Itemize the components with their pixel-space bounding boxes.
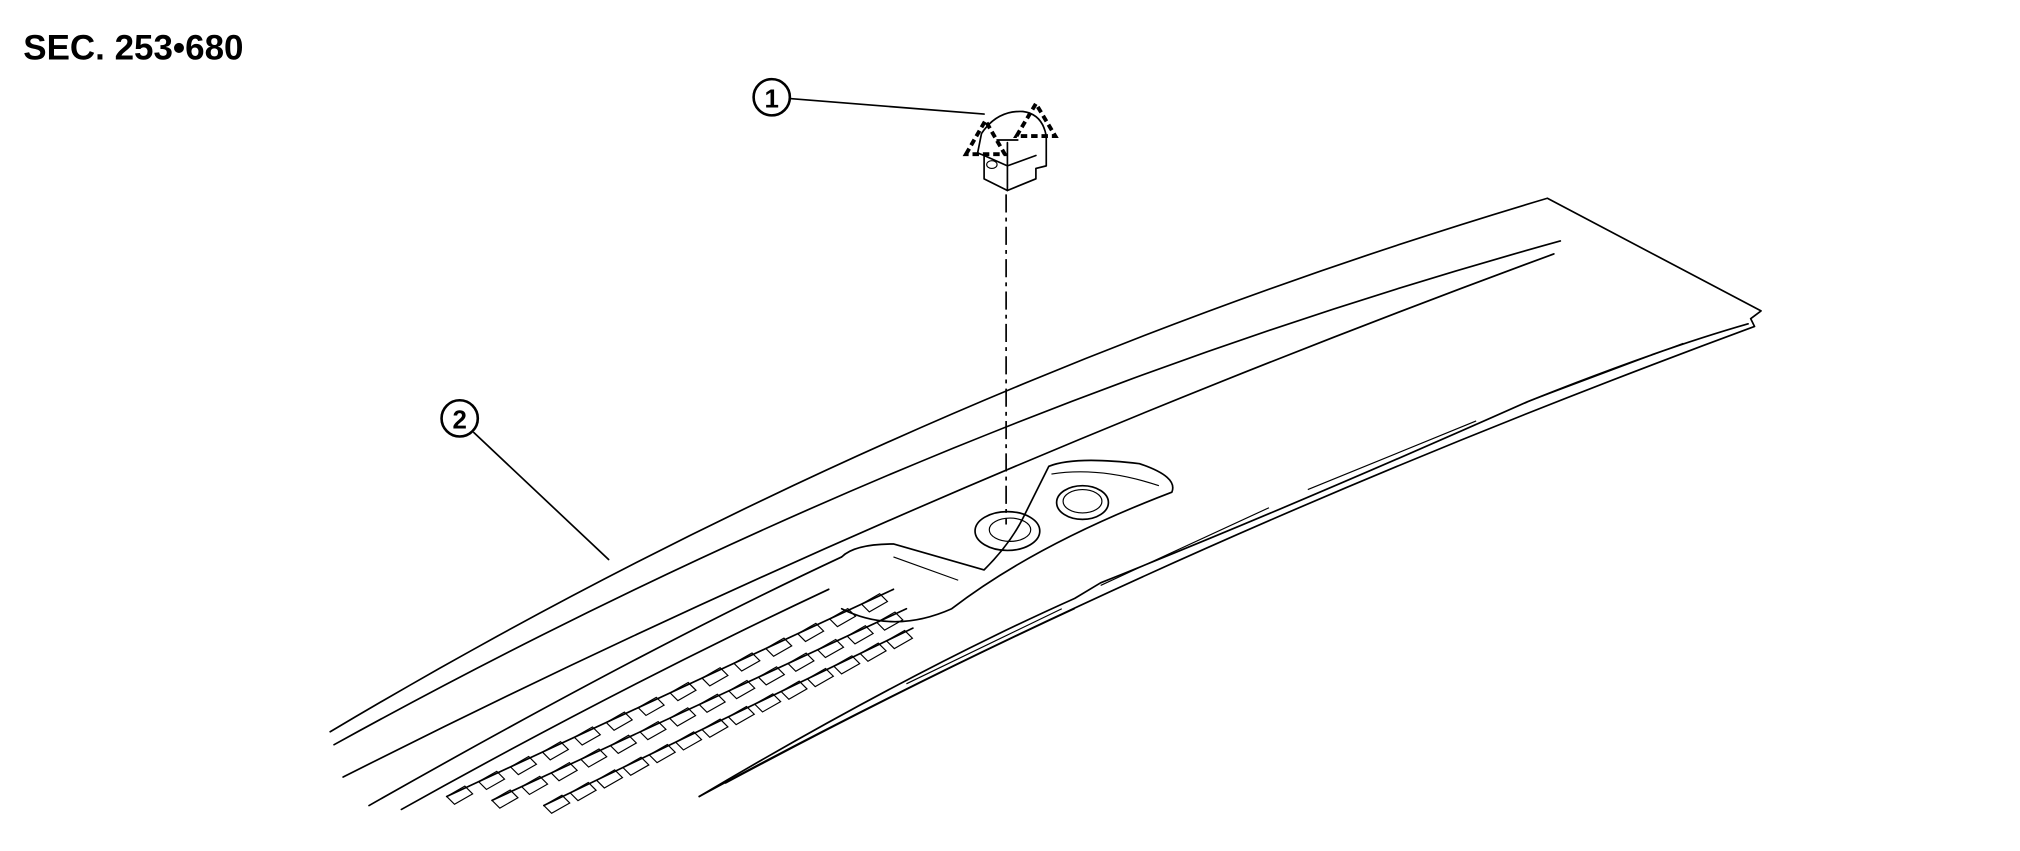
section-code: SEC. 253•680: [23, 29, 243, 68]
grille-slat: [520, 775, 549, 796]
cowl-grille: [445, 588, 914, 815]
grille-slat: [569, 781, 598, 802]
svg-text:2: 2: [452, 407, 466, 435]
grille-slat: [509, 755, 538, 776]
grille-slat: [885, 629, 914, 650]
grille-slat: [727, 705, 756, 726]
grille-slat: [550, 761, 579, 782]
grille-slat: [727, 679, 756, 700]
grille-slat: [701, 718, 729, 739]
grille-slat: [806, 667, 835, 688]
grille-slat: [605, 711, 634, 731]
grille-slat: [875, 611, 904, 631]
grille-slat: [674, 731, 703, 751]
grille-slat: [621, 756, 650, 777]
grille-slat: [579, 748, 608, 768]
grille-slat: [445, 785, 474, 805]
grille-slat: [859, 642, 888, 662]
grille-slat: [832, 655, 861, 675]
grille-slat: [846, 625, 875, 645]
grille-slat: [573, 726, 602, 746]
grille-slat: [609, 734, 638, 755]
grille-slat: [828, 607, 857, 628]
cowl-top-cover: [329, 197, 1762, 811]
grille-slat: [477, 770, 506, 791]
grille-slat: [787, 652, 815, 672]
grille-slat: [668, 707, 697, 727]
callout-1: 1: [752, 77, 985, 117]
grille-slat: [780, 680, 808, 701]
grille-slat: [701, 667, 729, 687]
grille-slat: [757, 666, 786, 686]
grille-slat: [732, 652, 761, 672]
grille-slat: [698, 693, 727, 714]
grille-slat: [541, 740, 570, 761]
clip-part: [962, 99, 1059, 192]
grille-slat: [639, 720, 667, 741]
grille-slat: [491, 789, 519, 809]
grille-slat: [764, 637, 793, 657]
grille-slat: [860, 593, 889, 613]
callout-2: 2: [440, 398, 610, 561]
grille-slat: [669, 681, 697, 702]
grille-slat: [816, 638, 845, 659]
grille-slat: [542, 794, 571, 815]
grille-slat: [648, 743, 677, 764]
grille-slat: [595, 769, 624, 789]
svg-text:1: 1: [765, 86, 779, 114]
grille-slat: [753, 693, 782, 713]
grille-slat: [637, 696, 666, 717]
grille-slat: [796, 622, 825, 643]
